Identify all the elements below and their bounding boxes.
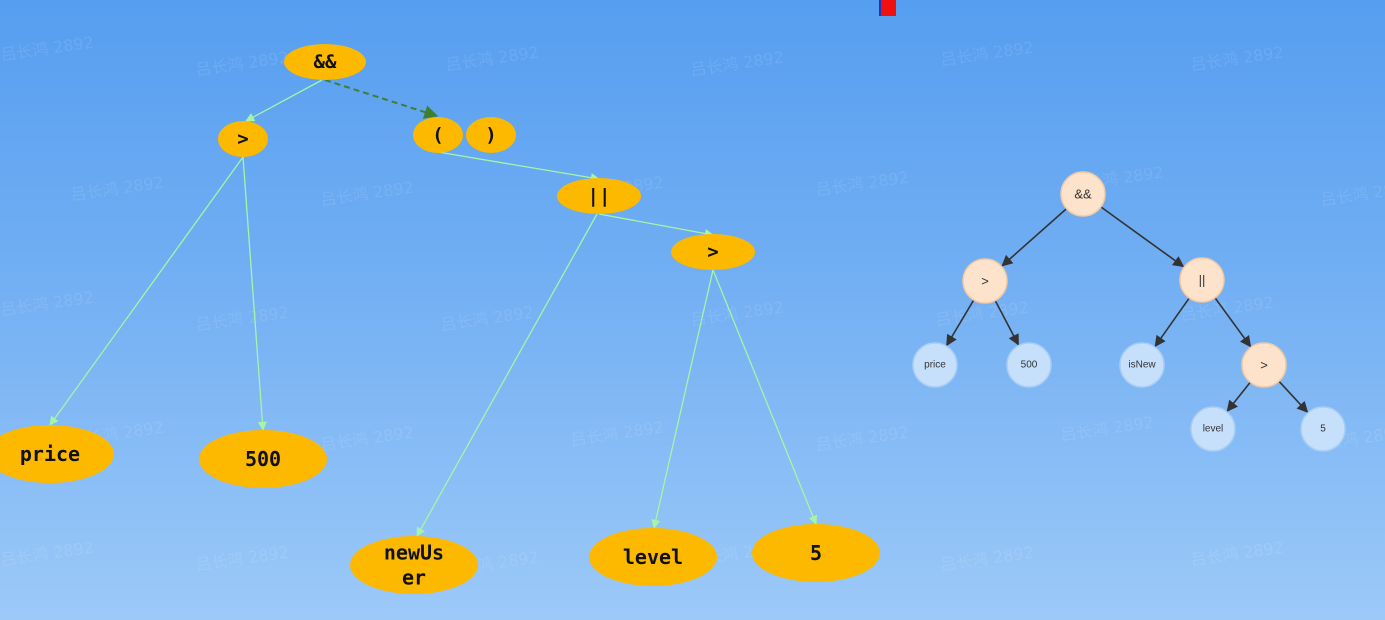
right-tree-nodes: && > || price 500 isNew > level 5 bbox=[912, 171, 1346, 452]
left-edge-or-to-gt2 bbox=[598, 213, 714, 238]
right-edge-r-or-to-r-isnew bbox=[1154, 297, 1190, 348]
left-node-shape bbox=[199, 430, 327, 488]
left-node-label: level bbox=[623, 545, 683, 569]
right-edge-r-gt1-to-r-price bbox=[946, 299, 975, 347]
right-edge-r-gt2-to-r-level bbox=[1226, 381, 1251, 412]
left-node-label: || bbox=[588, 185, 611, 207]
red-marker bbox=[879, 0, 896, 16]
right-node-label: isNew bbox=[1128, 360, 1156, 371]
left-node-paren-open: ( bbox=[413, 117, 463, 153]
right-node-shape bbox=[1241, 342, 1287, 388]
left-node-shape bbox=[557, 178, 641, 214]
left-edge-paren-open-to-or bbox=[437, 151, 600, 183]
left-node-gt2: > bbox=[671, 234, 755, 270]
left-node-label: > bbox=[237, 128, 248, 150]
left-node-shape bbox=[218, 121, 268, 157]
left-node-shape bbox=[0, 425, 114, 483]
left-node-label: ( bbox=[432, 124, 443, 146]
right-node-r-level: level bbox=[1190, 406, 1236, 452]
right-node-r-or: || bbox=[1179, 257, 1225, 303]
left-node-level: level bbox=[589, 528, 717, 586]
left-tree-edges bbox=[49, 79, 818, 537]
left-node-paren-close: ) bbox=[466, 117, 516, 153]
left-edge-gt2-to-n5 bbox=[712, 269, 818, 525]
right-node-r-gt1: > bbox=[962, 258, 1008, 304]
right-node-r-5: 5 bbox=[1300, 406, 1346, 452]
left-node-gt1: > bbox=[218, 121, 268, 157]
right-edge-r-and-to-r-or bbox=[1100, 206, 1185, 268]
left-edge-and-to-paren-close bbox=[324, 79, 439, 119]
left-node-shape bbox=[589, 528, 717, 586]
left-node-label: 500 bbox=[245, 447, 281, 471]
right-node-shape bbox=[1060, 171, 1106, 217]
left-node-label: && bbox=[314, 51, 337, 73]
right-tree-edges bbox=[946, 206, 1309, 413]
right-edge-r-or-to-r-gt2 bbox=[1214, 297, 1252, 348]
left-edge-gt1-to-price bbox=[49, 156, 244, 426]
right-node-shape bbox=[1119, 342, 1165, 388]
right-node-shape bbox=[912, 342, 958, 388]
right-edge-r-and-to-r-gt1 bbox=[1001, 208, 1068, 267]
right-node-label: > bbox=[1260, 358, 1268, 373]
left-node-shape bbox=[413, 117, 463, 153]
right-node-shape bbox=[1006, 342, 1052, 388]
right-edge-r-gt1-to-r-500 bbox=[994, 300, 1020, 346]
left-node-or: || bbox=[557, 178, 641, 214]
right-node-r-isnew: isNew bbox=[1119, 342, 1165, 388]
left-node-shape bbox=[752, 524, 880, 582]
left-node-label: > bbox=[707, 241, 718, 263]
left-edge-gt2-to-level bbox=[651, 269, 714, 529]
right-node-r-500: 500 bbox=[1006, 342, 1052, 388]
left-node-shape bbox=[466, 117, 516, 153]
right-node-shape bbox=[1190, 406, 1236, 452]
left-node-and: && bbox=[284, 44, 366, 80]
right-node-r-price: price bbox=[912, 342, 958, 388]
right-node-label: 5 bbox=[1320, 424, 1326, 435]
left-edge-gt1-to-n500 bbox=[242, 156, 267, 431]
left-edge-or-to-newuser bbox=[416, 213, 598, 537]
right-node-shape bbox=[1179, 257, 1225, 303]
left-node-label: ) bbox=[485, 124, 496, 146]
left-node-price: price bbox=[0, 425, 114, 483]
left-node-n5: 5 bbox=[752, 524, 880, 582]
right-node-label: || bbox=[1199, 273, 1206, 288]
right-node-label: level bbox=[1203, 424, 1224, 435]
right-node-label: > bbox=[981, 274, 989, 289]
left-edge-and-to-gt1 bbox=[245, 79, 323, 122]
right-edge-r-gt2-to-r-5 bbox=[1278, 380, 1309, 413]
right-node-label: price bbox=[924, 360, 946, 371]
right-node-shape bbox=[962, 258, 1008, 304]
left-node-shape bbox=[671, 234, 755, 270]
left-node-shape bbox=[350, 536, 478, 594]
right-node-label: && bbox=[1074, 187, 1092, 202]
left-node-label: 5 bbox=[810, 541, 822, 565]
right-node-r-gt2: > bbox=[1241, 342, 1287, 388]
right-node-r-and: && bbox=[1060, 171, 1106, 217]
right-node-shape bbox=[1300, 406, 1346, 452]
left-node-n500: 500 bbox=[199, 430, 327, 488]
left-node-shape bbox=[284, 44, 366, 80]
left-node-label: price bbox=[20, 442, 80, 466]
right-node-label: 500 bbox=[1021, 360, 1038, 371]
